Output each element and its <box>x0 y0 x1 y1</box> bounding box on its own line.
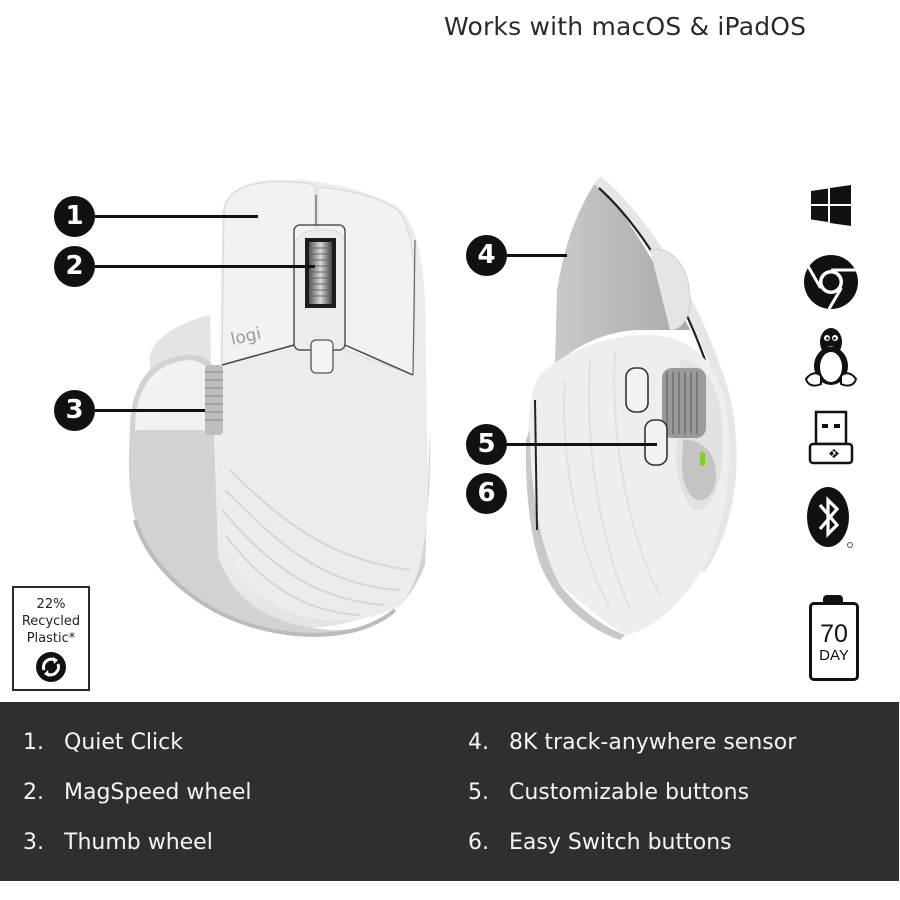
feature-legend-left: 1. Quiet Click 2. MagSpeed wheel 3. Thum… <box>23 724 252 874</box>
callout-leader-3 <box>95 409 205 412</box>
feature-item-2: 2. MagSpeed wheel <box>23 774 252 824</box>
linux-tux-icon <box>800 326 862 388</box>
feature-label: MagSpeed wheel <box>64 780 252 805</box>
compatibility-headline: Works with macOS & iPadOS <box>444 12 807 41</box>
feature-number: 5. <box>468 780 489 805</box>
callout-leader-4 <box>507 254 567 257</box>
feature-item-5: 5. Customizable buttons <box>468 774 796 824</box>
windows-icon <box>800 184 862 228</box>
mouse-side-view <box>525 176 737 640</box>
feature-number: 1. <box>23 730 44 755</box>
recycle-icon <box>36 652 66 682</box>
battery-life-icon: 70 DAY <box>809 595 859 681</box>
feature-item-1: 1. Quiet Click <box>23 724 252 774</box>
status-led <box>700 452 705 466</box>
feature-legend: 1. Quiet Click 2. MagSpeed wheel 3. Thum… <box>0 702 899 881</box>
callout-badge-6: 6 <box>466 473 507 514</box>
bluetooth-icon <box>800 485 862 551</box>
plastic-label: Plastic* <box>26 631 76 646</box>
battery-cap <box>823 595 843 603</box>
feature-number: 4. <box>468 730 489 755</box>
feature-label: Thumb wheel <box>64 830 213 855</box>
usb-receiver-icon <box>800 410 862 466</box>
recycled-percent: 22% <box>36 597 66 612</box>
battery-days-unit: DAY <box>819 647 849 664</box>
chrome-icon <box>800 254 862 310</box>
callout-badge-5: 5 <box>466 424 507 465</box>
feature-label: 8K track-anywhere sensor <box>509 730 797 755</box>
mouse-illustrations: logi <box>128 176 737 640</box>
feature-number: 3. <box>23 830 44 855</box>
recycled-label: Recycled <box>21 614 81 629</box>
callout-leader-5 <box>507 443 657 446</box>
recycled-plastic-badge: 22% Recycled Plastic* <box>12 586 90 691</box>
callout-badge-2: 2 <box>54 246 95 287</box>
callout-badge-4: 4 <box>466 235 507 276</box>
feature-label: Customizable buttons <box>509 780 750 805</box>
callout-badge-1: 1 <box>54 196 95 237</box>
feature-number: 6. <box>468 830 489 855</box>
callout-badge-3: 3 <box>54 390 95 431</box>
feature-legend-right: 4. 8K track-anywhere sensor 5. Customiza… <box>468 724 796 874</box>
feature-item-3: 3. Thumb wheel <box>23 824 252 874</box>
battery-days-value: 70 <box>820 620 848 648</box>
battery-body: 70 DAY <box>809 602 859 681</box>
feature-label: Easy Switch buttons <box>509 830 732 855</box>
feature-label: Quiet Click <box>64 730 183 755</box>
feature-item-4: 4. 8K track-anywhere sensor <box>468 724 796 774</box>
mouse-top-view: logi <box>128 179 431 637</box>
feature-item-6: 6. Easy Switch buttons <box>468 824 796 874</box>
callout-leader-1 <box>95 215 258 218</box>
callout-leader-2 <box>95 265 315 268</box>
feature-number: 2. <box>23 780 44 805</box>
